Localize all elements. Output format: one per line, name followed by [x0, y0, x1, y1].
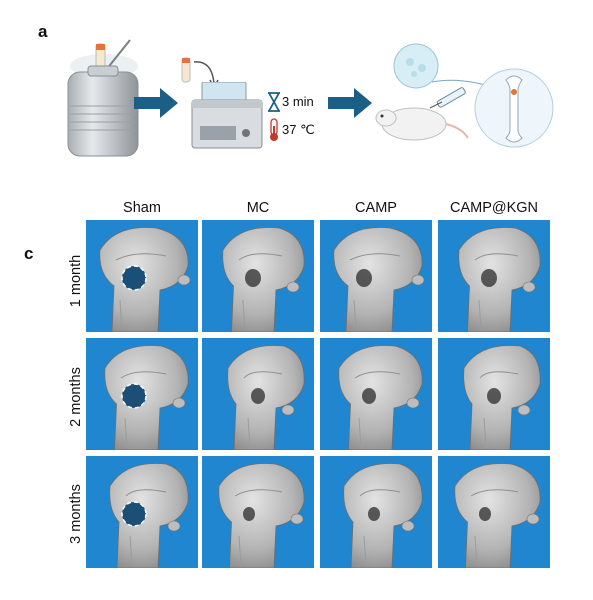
mouse-injection-icon: [375, 43, 503, 141]
incubation-temp-text: 37 ℃: [282, 122, 315, 137]
column-header-mc: MC: [246, 200, 270, 216]
arrow-icon: [134, 88, 178, 118]
ct-image-sham-2-months: [86, 338, 198, 450]
row-header-2-months: 2 months: [68, 367, 84, 427]
ct-image-sham-1-month: [86, 220, 198, 332]
arrow-icon: [328, 88, 372, 118]
ct-image-camp-kgn-1-month: [438, 220, 550, 332]
femur-icon: [474, 68, 554, 148]
column-header-camp: CAMP: [355, 200, 397, 216]
row-header-1-month: 1 month: [68, 254, 84, 308]
panel-a-letter: a: [38, 22, 48, 41]
incubation-time-text: 3 min: [282, 94, 314, 109]
liquid-nitrogen-dewar-icon: [67, 39, 139, 157]
column-header-sham: Sham: [123, 200, 161, 216]
ct-image-camp-kgn-2-months: [438, 338, 550, 450]
thermometer-icon: [270, 118, 278, 141]
column-header-camp-kgn: CAMP@KGN: [449, 200, 539, 216]
ct-image-camp-1-month: [320, 220, 432, 332]
panel-c-letter: c: [24, 244, 34, 263]
ct-image-mc-2-months: [202, 338, 314, 450]
ct-image-sham-3-months: [86, 456, 198, 568]
ct-image-camp-kgn-3-months: [438, 456, 550, 568]
ct-image-mc-3-months: [202, 456, 314, 568]
ct-image-camp-3-months: [320, 456, 432, 568]
water-bath-icon: [191, 82, 263, 149]
ct-image-camp-2-months: [320, 338, 432, 450]
row-header-3-months: 3 months: [68, 484, 84, 544]
hourglass-icon: [268, 92, 280, 112]
ct-image-mc-1-month: [202, 220, 314, 332]
